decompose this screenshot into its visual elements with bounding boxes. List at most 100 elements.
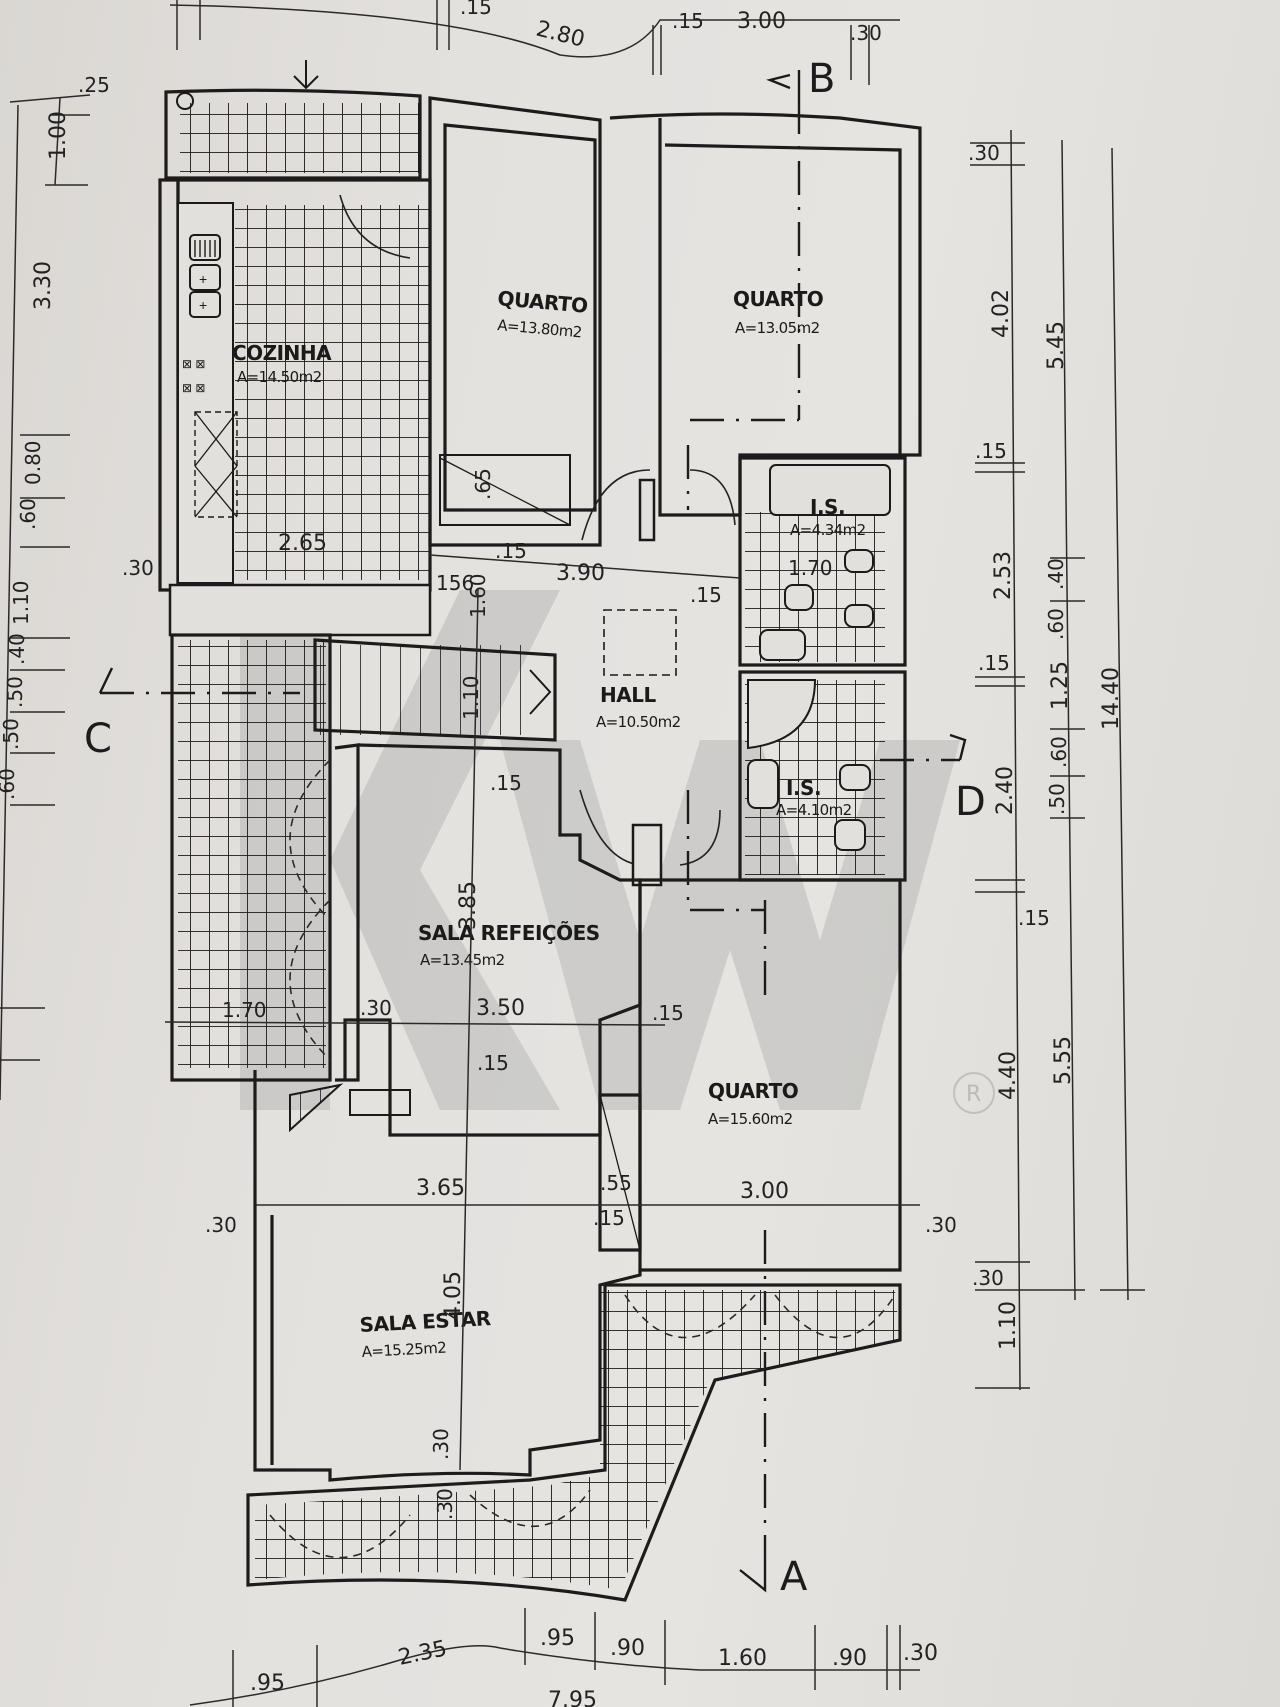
svg-text:.95: .95	[250, 1671, 285, 1696]
svg-text:.40: .40	[5, 633, 29, 665]
svg-text:A=13.80m2: A=13.80m2	[497, 316, 583, 341]
room-quarto-3: QUARTO A=15.60m2 3.00 .30 .55 .15 A	[255, 878, 957, 1600]
svg-text:4.40: 4.40	[996, 1051, 1021, 1100]
svg-text:2.35: 2.35	[396, 1636, 449, 1671]
svg-text:.30: .30	[925, 1213, 957, 1237]
svg-text:.90: .90	[610, 1636, 645, 1661]
svg-text:3.65: 3.65	[416, 1176, 465, 1201]
svg-text:14.40: 14.40	[1099, 667, 1124, 730]
bottom-dimensions: .95 2.35 .95 .90 1.60 .90 .30 7.95	[189, 1608, 938, 1707]
room-cozinha: + + ⊠ ⊠ ⊠ ⊠ COZINHA A=14.50m2 2.65 .30	[122, 178, 432, 637]
svg-text:0.80: 0.80	[21, 440, 45, 485]
svg-text:R: R	[966, 1082, 981, 1107]
svg-text:COZINHA: COZINHA	[232, 341, 332, 365]
room-is-1: I.S. A=4.34m2 1.70 .15	[690, 456, 907, 667]
svg-text:.60: .60	[0, 768, 19, 800]
svg-text:.15: .15	[975, 439, 1007, 463]
svg-text:.50: .50	[3, 676, 27, 708]
svg-text:1.70: 1.70	[222, 998, 267, 1022]
svg-text:.15: .15	[690, 583, 722, 607]
svg-text:1.10: 1.10	[996, 1301, 1021, 1350]
svg-text:1.25: 1.25	[1048, 661, 1073, 710]
svg-text:1.00: 1.00	[46, 111, 71, 160]
left-dimensions: .25 1.00 3.30 0.80 .60 1.10 .40 .50 .50 …	[0, 73, 110, 1101]
svg-text:156: 156	[436, 571, 474, 595]
svg-text:SALA REFEIÇÕES: SALA REFEIÇÕES	[418, 921, 600, 945]
svg-text:.60: .60	[1047, 736, 1071, 768]
svg-text:B: B	[808, 56, 835, 102]
room-sala-refeicoes: SALA REFEIÇÕES A=13.45m2 3.85 .30 3.50 .…	[164, 743, 684, 1137]
svg-text:⊠ ⊠: ⊠ ⊠	[182, 381, 205, 395]
right-dimensions: .30 4.02 .15 2.53 .15 2.40 .15 4.40 .30 …	[968, 129, 1145, 1391]
svg-text:A=14.50m2: A=14.50m2	[237, 368, 322, 386]
svg-text:.30: .30	[903, 1641, 938, 1666]
svg-text:5.55: 5.55	[1051, 1036, 1076, 1085]
top-dimensions: .15 2.80 .15 3.00 .30	[169, 0, 900, 85]
svg-text:.55: .55	[600, 1171, 632, 1195]
svg-text:C: C	[84, 716, 112, 762]
svg-text:A=15.60m2: A=15.60m2	[708, 1110, 793, 1128]
svg-text:.60: .60	[1044, 608, 1068, 640]
svg-text:QUARTO: QUARTO	[497, 286, 589, 318]
svg-text:.15: .15	[477, 1051, 509, 1075]
svg-text:D: D	[955, 779, 986, 825]
svg-text:I.S.: I.S.	[810, 495, 845, 519]
svg-text:3.00: 3.00	[737, 9, 786, 34]
room-sala-estar: SALA ESTAR A=15.25m2 3.65 .30 4.05	[205, 589, 642, 1482]
svg-text:4.05: 4.05	[441, 1271, 466, 1320]
svg-text:.30: .30	[360, 996, 392, 1020]
svg-text:A=4.10m2: A=4.10m2	[776, 801, 852, 819]
room-quarto-1: QUARTO A=13.80m2 .65	[428, 96, 602, 547]
svg-text:1.10: 1.10	[459, 675, 483, 720]
svg-text:.30: .30	[122, 556, 154, 580]
kitchen-balcony	[164, 60, 422, 180]
svg-text:.15: .15	[490, 771, 522, 795]
svg-text:2.80: 2.80	[534, 17, 588, 53]
svg-text:.15: .15	[1018, 906, 1050, 930]
svg-text:A=4.34m2: A=4.34m2	[790, 521, 866, 539]
svg-text:I.S.: I.S.	[786, 776, 821, 800]
bottom-balcony: .30 .30	[246, 1283, 902, 1602]
svg-text:3.90: 3.90	[556, 561, 605, 586]
svg-text:.15: .15	[672, 9, 704, 33]
svg-text:.15: .15	[460, 0, 492, 19]
svg-text:HALL: HALL	[600, 683, 656, 707]
svg-text:A=13.05m2: A=13.05m2	[735, 319, 820, 337]
svg-text:+: +	[199, 297, 207, 313]
room-is-2: I.S. A=4.10m2 D	[738, 670, 986, 882]
svg-text:3.30: 3.30	[31, 261, 56, 310]
svg-text:.65: .65	[471, 468, 495, 500]
room-quarto-2: QUARTO A=13.05m2 B	[609, 56, 922, 517]
svg-text:1.70: 1.70	[788, 556, 833, 580]
svg-text:.30: .30	[429, 1428, 453, 1460]
svg-text:7.95: 7.95	[548, 1688, 597, 1707]
svg-text:3.50: 3.50	[476, 996, 525, 1021]
svg-text:.90: .90	[832, 1646, 867, 1671]
svg-text:.30: .30	[850, 21, 882, 45]
svg-text:3.85: 3.85	[456, 881, 481, 930]
svg-text:.30: .30	[968, 141, 1000, 165]
svg-text:A: A	[780, 1554, 808, 1600]
svg-text:2.53: 2.53	[991, 551, 1016, 600]
svg-text:QUARTO: QUARTO	[708, 1079, 798, 1103]
svg-text:+: +	[199, 271, 207, 287]
svg-text:A=15.25m2: A=15.25m2	[361, 1339, 446, 1361]
svg-text:1.10: 1.10	[9, 580, 33, 625]
svg-text:SALA ESTAR: SALA ESTAR	[359, 1306, 491, 1337]
svg-text:A=10.50m2: A=10.50m2	[596, 713, 681, 731]
svg-text:.60: .60	[16, 498, 40, 530]
svg-text:.50: .50	[0, 718, 23, 750]
svg-text:QUARTO: QUARTO	[733, 287, 823, 311]
svg-text:5.45: 5.45	[1044, 321, 1069, 370]
svg-text:.95: .95	[540, 1626, 575, 1651]
left-balcony: 1.70	[170, 633, 332, 1082]
svg-text:4.02: 4.02	[989, 289, 1014, 338]
svg-text:.40: .40	[1044, 558, 1068, 590]
svg-text:.25: .25	[78, 73, 110, 97]
staircase: 1.10 .15 C	[84, 638, 557, 795]
svg-text:2.40: 2.40	[993, 766, 1018, 815]
svg-text:.15: .15	[593, 1206, 625, 1230]
svg-text:.30: .30	[972, 1266, 1004, 1290]
svg-text:A=13.45m2: A=13.45m2	[420, 951, 505, 969]
